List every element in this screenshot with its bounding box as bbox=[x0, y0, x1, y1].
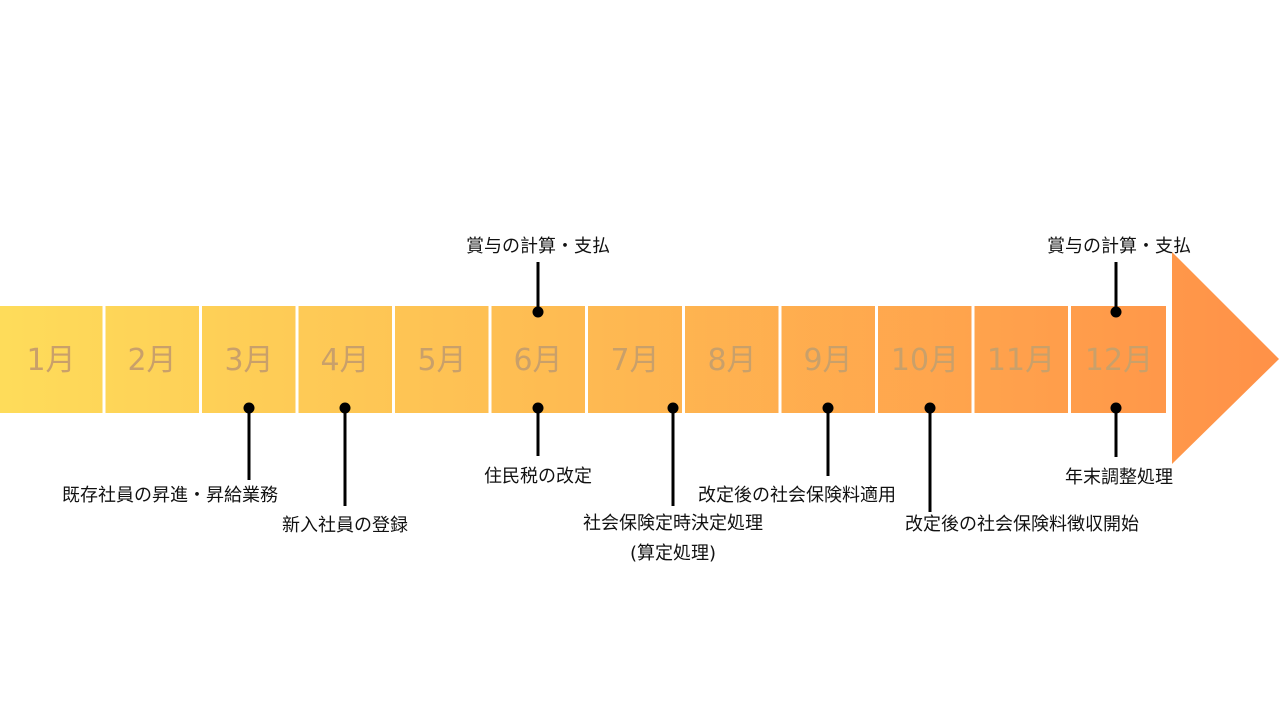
event-label: (算定処理) bbox=[630, 543, 716, 564]
month-label: 10月 bbox=[891, 343, 959, 378]
month-label: 9月 bbox=[803, 343, 852, 378]
month-label: 6月 bbox=[513, 343, 562, 378]
event-bonus-june: 賞与の計算・支払 bbox=[466, 236, 610, 318]
month-label: 3月 bbox=[224, 343, 273, 378]
month-separator bbox=[295, 306, 299, 413]
timeline-arrow bbox=[0, 252, 1279, 464]
month-label: 11月 bbox=[987, 343, 1055, 378]
month-label: 12月 bbox=[1085, 343, 1153, 378]
event-marker-dot bbox=[924, 402, 936, 414]
month-label: 1月 bbox=[26, 343, 75, 378]
event-marker-dot bbox=[1110, 306, 1122, 318]
event-marker-dot bbox=[822, 402, 834, 414]
event-new-employee: 新入社員の登録 bbox=[282, 402, 408, 536]
event-bonus-december: 賞与の計算・支払 bbox=[1047, 236, 1191, 318]
month-separator bbox=[585, 306, 588, 413]
month-label: 5月 bbox=[417, 343, 466, 378]
month-label: 7月 bbox=[610, 343, 659, 378]
event-revised-insurance-applied: 改定後の社会保険料適用 bbox=[698, 402, 896, 506]
month-label: 4月 bbox=[320, 343, 369, 378]
month-labels: 1月 2月 3月 4月 5月 6月 7月 8月 9月 10月 11月 12月 bbox=[26, 343, 1153, 378]
month-separator bbox=[875, 306, 878, 413]
event-marker-dot bbox=[532, 402, 544, 414]
event-label: 年末調整処理 bbox=[1065, 467, 1173, 488]
month-separator bbox=[971, 306, 975, 413]
arrow-head bbox=[1172, 252, 1279, 464]
event-marker-dot bbox=[339, 402, 351, 414]
event-label: 社会保険定時決定処理 bbox=[583, 513, 763, 534]
event-marker-dot bbox=[1110, 402, 1122, 414]
event-label: 賞与の計算・支払 bbox=[1047, 236, 1191, 257]
event-label: 既存社員の昇進・昇給業務 bbox=[62, 485, 278, 506]
month-separator bbox=[1166, 306, 1172, 413]
month-separator bbox=[392, 306, 395, 413]
month-label: 8月 bbox=[707, 343, 756, 378]
event-label: 改定後の社会保険料徴収開始 bbox=[905, 514, 1139, 535]
event-marker-dot bbox=[532, 306, 544, 318]
event-resident-tax: 住民税の改定 bbox=[484, 402, 592, 487]
month-separator bbox=[682, 306, 685, 413]
event-label: 賞与の計算・支払 bbox=[466, 236, 610, 257]
event-revised-insurance-collection: 改定後の社会保険料徴収開始 bbox=[905, 402, 1139, 535]
month-separator bbox=[199, 306, 202, 413]
event-social-insurance-fixed: 社会保険定時決定処理 (算定処理) bbox=[583, 402, 763, 564]
month-separator bbox=[102, 306, 106, 413]
month-separator bbox=[1068, 306, 1071, 413]
event-promotion: 既存社員の昇進・昇給業務 bbox=[62, 402, 278, 506]
month-label: 2月 bbox=[127, 343, 176, 378]
event-year-end-adjustment: 年末調整処理 bbox=[1065, 402, 1173, 488]
event-label: 改定後の社会保険料適用 bbox=[698, 485, 896, 506]
event-marker-dot bbox=[667, 402, 679, 414]
event-label: 住民税の改定 bbox=[484, 466, 592, 487]
month-separator bbox=[488, 306, 492, 413]
month-separator bbox=[778, 306, 782, 413]
event-label: 新入社員の登録 bbox=[282, 515, 408, 536]
event-marker-dot bbox=[243, 402, 255, 414]
